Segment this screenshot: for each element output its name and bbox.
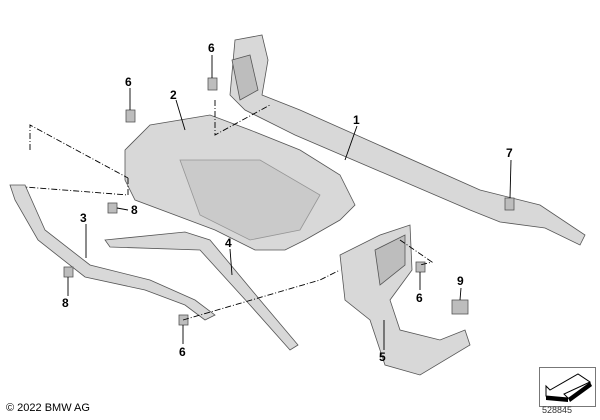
callout-5[interactable]: 5 [379,350,386,364]
arrow-down-left-icon[interactable] [539,367,596,407]
callout-8[interactable]: 8 [62,296,69,310]
part-4-strut[interactable] [104,231,299,351]
callout-3[interactable]: 3 [80,211,87,225]
part-2-underbody-panel[interactable] [124,114,356,251]
callout-6[interactable]: 6 [416,291,423,305]
leader-lines [24,55,512,350]
part-1-cross-member[interactable] [229,34,586,246]
callout-6[interactable]: 6 [179,345,186,359]
part-9-clip[interactable] [451,299,469,315]
bolts [63,77,515,326]
callout-6[interactable]: 6 [125,75,132,89]
diagram-id: 528845 [542,405,573,415]
part-5-mounting-bracket[interactable] [339,224,471,376]
callout-8[interactable]: 8 [131,203,138,217]
callout-4[interactable]: 4 [225,236,232,250]
callout-7[interactable]: 7 [506,146,513,160]
callout-1[interactable]: 1 [353,113,360,127]
callout-2[interactable]: 2 [170,88,177,102]
copyright-text: © 2022 BMW AG [6,402,90,414]
callout-6[interactable]: 6 [208,41,215,55]
callout-9[interactable]: 9 [457,274,464,288]
part-3-side-bracket[interactable] [9,184,216,321]
